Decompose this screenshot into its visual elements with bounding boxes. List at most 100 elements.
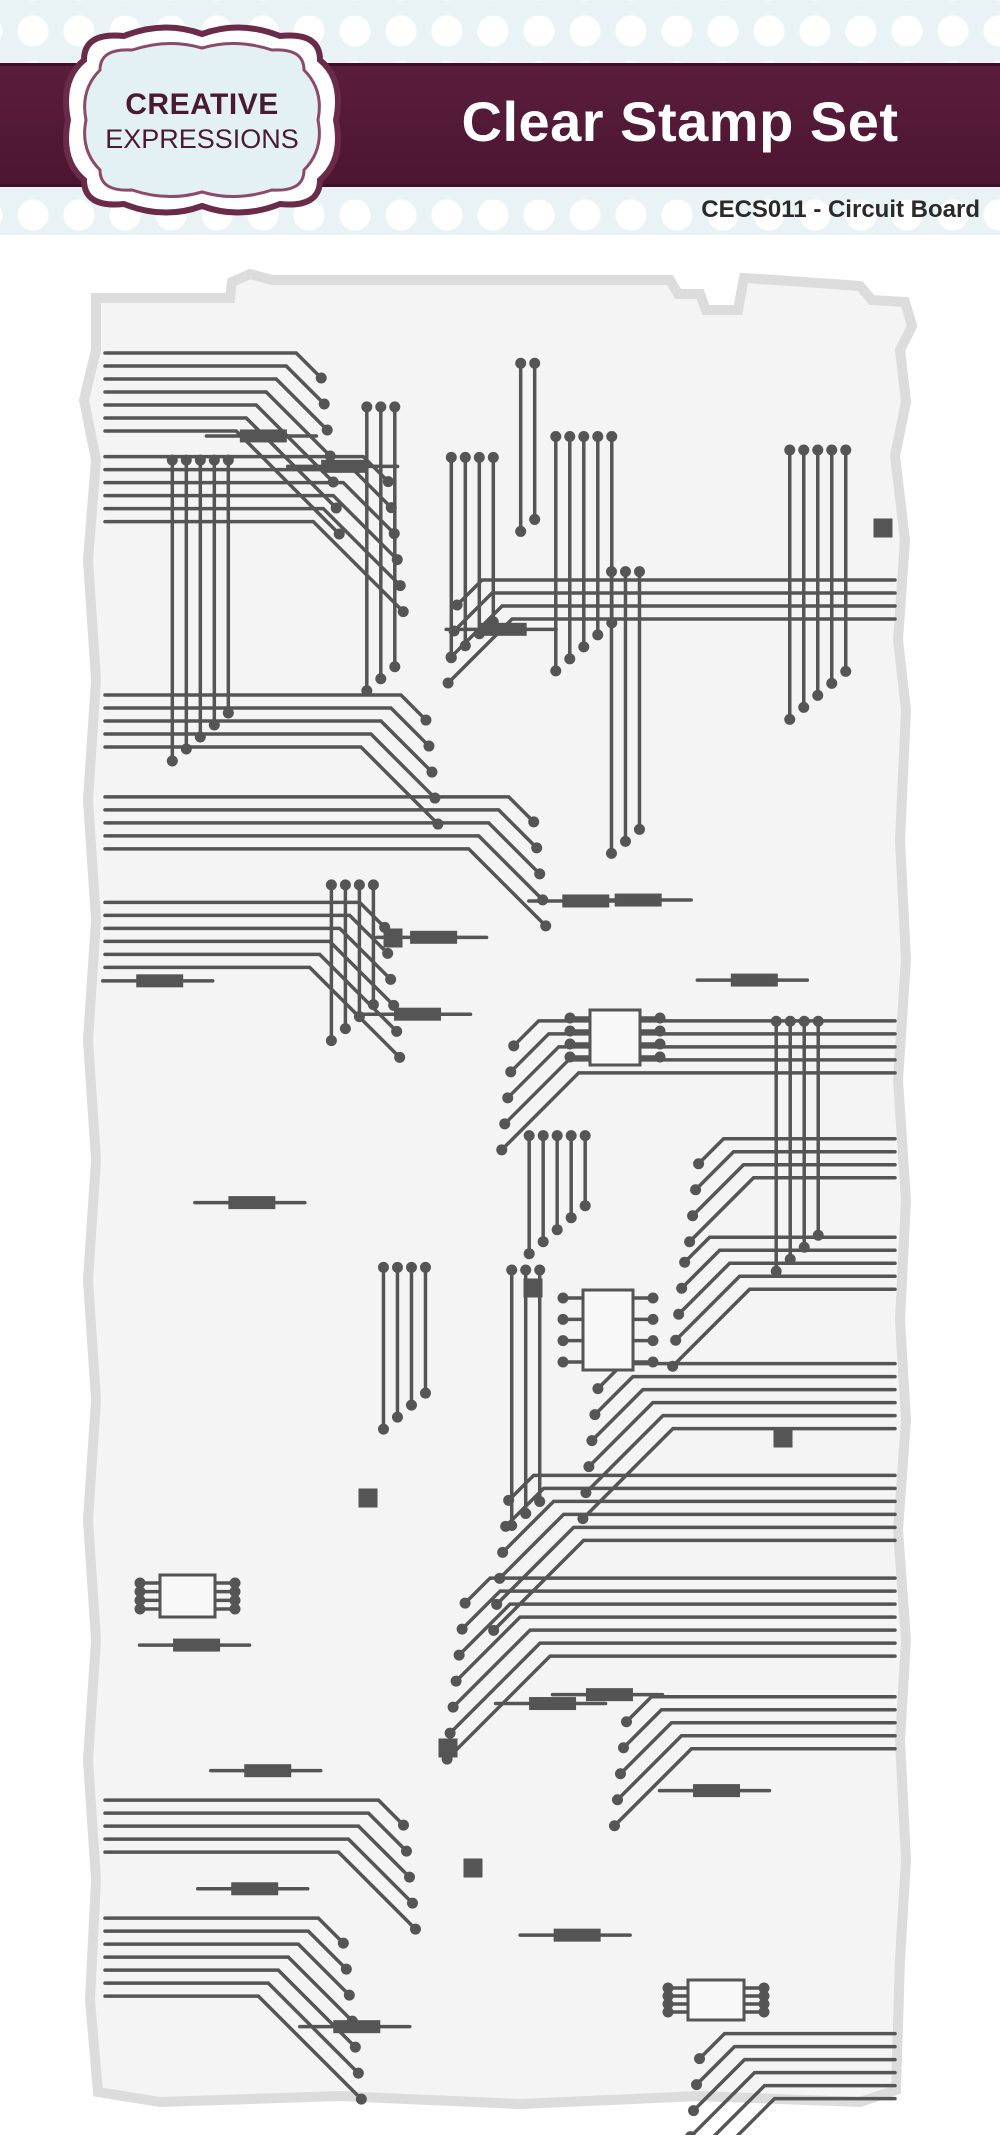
solder-pad (673, 1308, 685, 1320)
solder-pad (499, 1118, 511, 1130)
solder-pad (578, 431, 590, 443)
solder-pad (614, 1768, 626, 1780)
solder-pad (694, 2053, 706, 2065)
solder-pad (194, 454, 206, 466)
stamp-outline (78, 268, 918, 2110)
solder-pad (502, 1092, 514, 1104)
circuit-trace (690, 1162, 897, 1218)
circuit-board-artwork (78, 268, 918, 2135)
solder-pad (337, 1937, 349, 1949)
solder-pad (473, 451, 485, 463)
solder-pad (397, 606, 409, 618)
circuit-trace (103, 364, 326, 406)
solder-pad (394, 580, 406, 592)
solder-pad (784, 713, 796, 725)
logo-text-creative: CREATIVE (125, 88, 279, 121)
solder-pad (447, 1701, 459, 1713)
circuit-trace (103, 1981, 361, 2075)
circuit-trace (103, 847, 548, 928)
ic-chip (588, 1008, 642, 1067)
solder-pad (391, 554, 403, 566)
solder-pad (758, 2006, 770, 2018)
solder-pad (579, 1200, 591, 1212)
resistor-component (136, 974, 184, 988)
solder-pad (451, 599, 463, 611)
circuit-trace (593, 1374, 897, 1417)
solder-pad (798, 701, 810, 713)
solder-pad (564, 1051, 576, 1063)
solder-pad (515, 357, 527, 369)
solder-pad (367, 879, 379, 891)
solder-pad (654, 1038, 666, 1050)
solder-pad (453, 1649, 465, 1661)
solder-pad (208, 454, 220, 466)
circuit-trace (103, 519, 405, 614)
solder-pad (770, 1265, 782, 1277)
circuit-trace (670, 1287, 897, 1368)
circuit-trace (448, 1641, 897, 1735)
solder-pad (537, 1236, 549, 1248)
solder-pad (605, 566, 617, 578)
solder-pad (339, 1023, 351, 1035)
solder-pad (353, 1011, 365, 1023)
solder-pad (758, 1982, 770, 1994)
solder-pad (520, 1264, 532, 1276)
circuit-trace (451, 1628, 897, 1709)
solder-pad (330, 502, 342, 514)
solder-pad (758, 1990, 770, 2002)
solder-pad (166, 755, 178, 767)
solder-pad (537, 894, 549, 906)
circuit-trace (590, 1387, 897, 1443)
resistor-component (333, 2020, 381, 2034)
solder-pad (606, 431, 618, 443)
solder-pad (826, 677, 838, 689)
solder-pad (662, 1982, 674, 1994)
solder-pad (654, 1051, 666, 1063)
solder-pad (528, 816, 540, 828)
solder-pad (409, 1923, 421, 1935)
solder-pad (578, 641, 590, 653)
solder-pad (432, 818, 444, 830)
solder-pad (579, 1130, 591, 1142)
solder-pad (654, 1025, 666, 1037)
solder-pad (654, 1012, 666, 1024)
solder-pad (419, 1387, 431, 1399)
solder-pad (617, 1742, 629, 1754)
solder-pad (134, 1577, 146, 1589)
solder-pad (377, 1261, 389, 1273)
circuit-trace (694, 2044, 897, 2087)
solder-pad (577, 1513, 589, 1525)
solder-pad (405, 1261, 417, 1273)
circuit-trace (691, 2057, 897, 2113)
circuit-board-stamp (0, 240, 1000, 2135)
solder-pad (662, 1990, 674, 2002)
circuit-trace (463, 1576, 897, 1605)
solder-pad (229, 1594, 241, 1606)
solder-pad (523, 1248, 535, 1260)
solder-pad (647, 1313, 659, 1325)
solder-pad (662, 2006, 674, 2018)
solder-pad (459, 1597, 471, 1609)
resistor-component (244, 1764, 292, 1778)
solder-pad (445, 652, 457, 664)
solder-pad (391, 1411, 403, 1423)
solder-pad (318, 398, 330, 410)
solder-pad (229, 1586, 241, 1598)
solder-pad (537, 1130, 549, 1142)
solder-pad (494, 1572, 506, 1584)
solder-pad (798, 444, 810, 456)
square-pad (463, 1858, 483, 1878)
solder-pad (812, 1015, 824, 1027)
solder-pad (693, 1158, 705, 1170)
circuit-trace (103, 1968, 358, 2049)
solder-pad (580, 1487, 592, 1499)
solder-pad (403, 1871, 415, 1883)
solder-pad (382, 947, 394, 959)
solder-pad (667, 1360, 679, 1372)
circuit-trace (615, 1734, 897, 1802)
circuit-trace (103, 480, 396, 536)
solder-pad (685, 2131, 696, 2135)
solder-pad (534, 1495, 546, 1507)
circuit-trace (103, 795, 536, 824)
solder-pad (397, 1819, 409, 1831)
